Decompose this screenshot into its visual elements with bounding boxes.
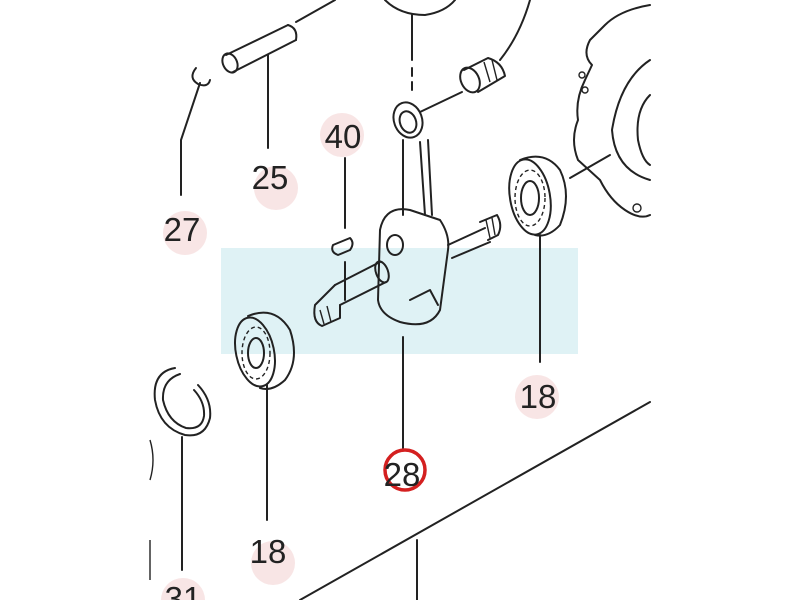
retaining-ring xyxy=(149,367,212,580)
highlight-band xyxy=(221,248,578,354)
woodruff-key xyxy=(331,157,354,301)
connecting-rod xyxy=(392,101,433,216)
needle-bearing xyxy=(419,0,531,113)
callout-27[interactable]: 27 xyxy=(164,211,201,248)
callout-28[interactable]: 28 xyxy=(384,456,421,493)
small-circlip xyxy=(180,67,211,196)
piston-pin xyxy=(221,0,336,149)
assembly-guide-line xyxy=(299,401,651,600)
ball-bearing-left xyxy=(234,311,295,521)
piston-edge xyxy=(384,0,456,16)
crankshaft xyxy=(313,208,502,449)
callout-18-right[interactable]: 18 xyxy=(520,378,557,415)
selected-ring xyxy=(383,448,427,492)
ball-bearing-right xyxy=(508,154,611,363)
callout-18-left[interactable]: 18 xyxy=(250,533,287,570)
callout-40[interactable]: 40 xyxy=(325,118,362,155)
callout-25[interactable]: 25 xyxy=(252,159,289,196)
callout-31[interactable]: 31 xyxy=(165,580,202,600)
crankcase-half xyxy=(573,4,651,218)
